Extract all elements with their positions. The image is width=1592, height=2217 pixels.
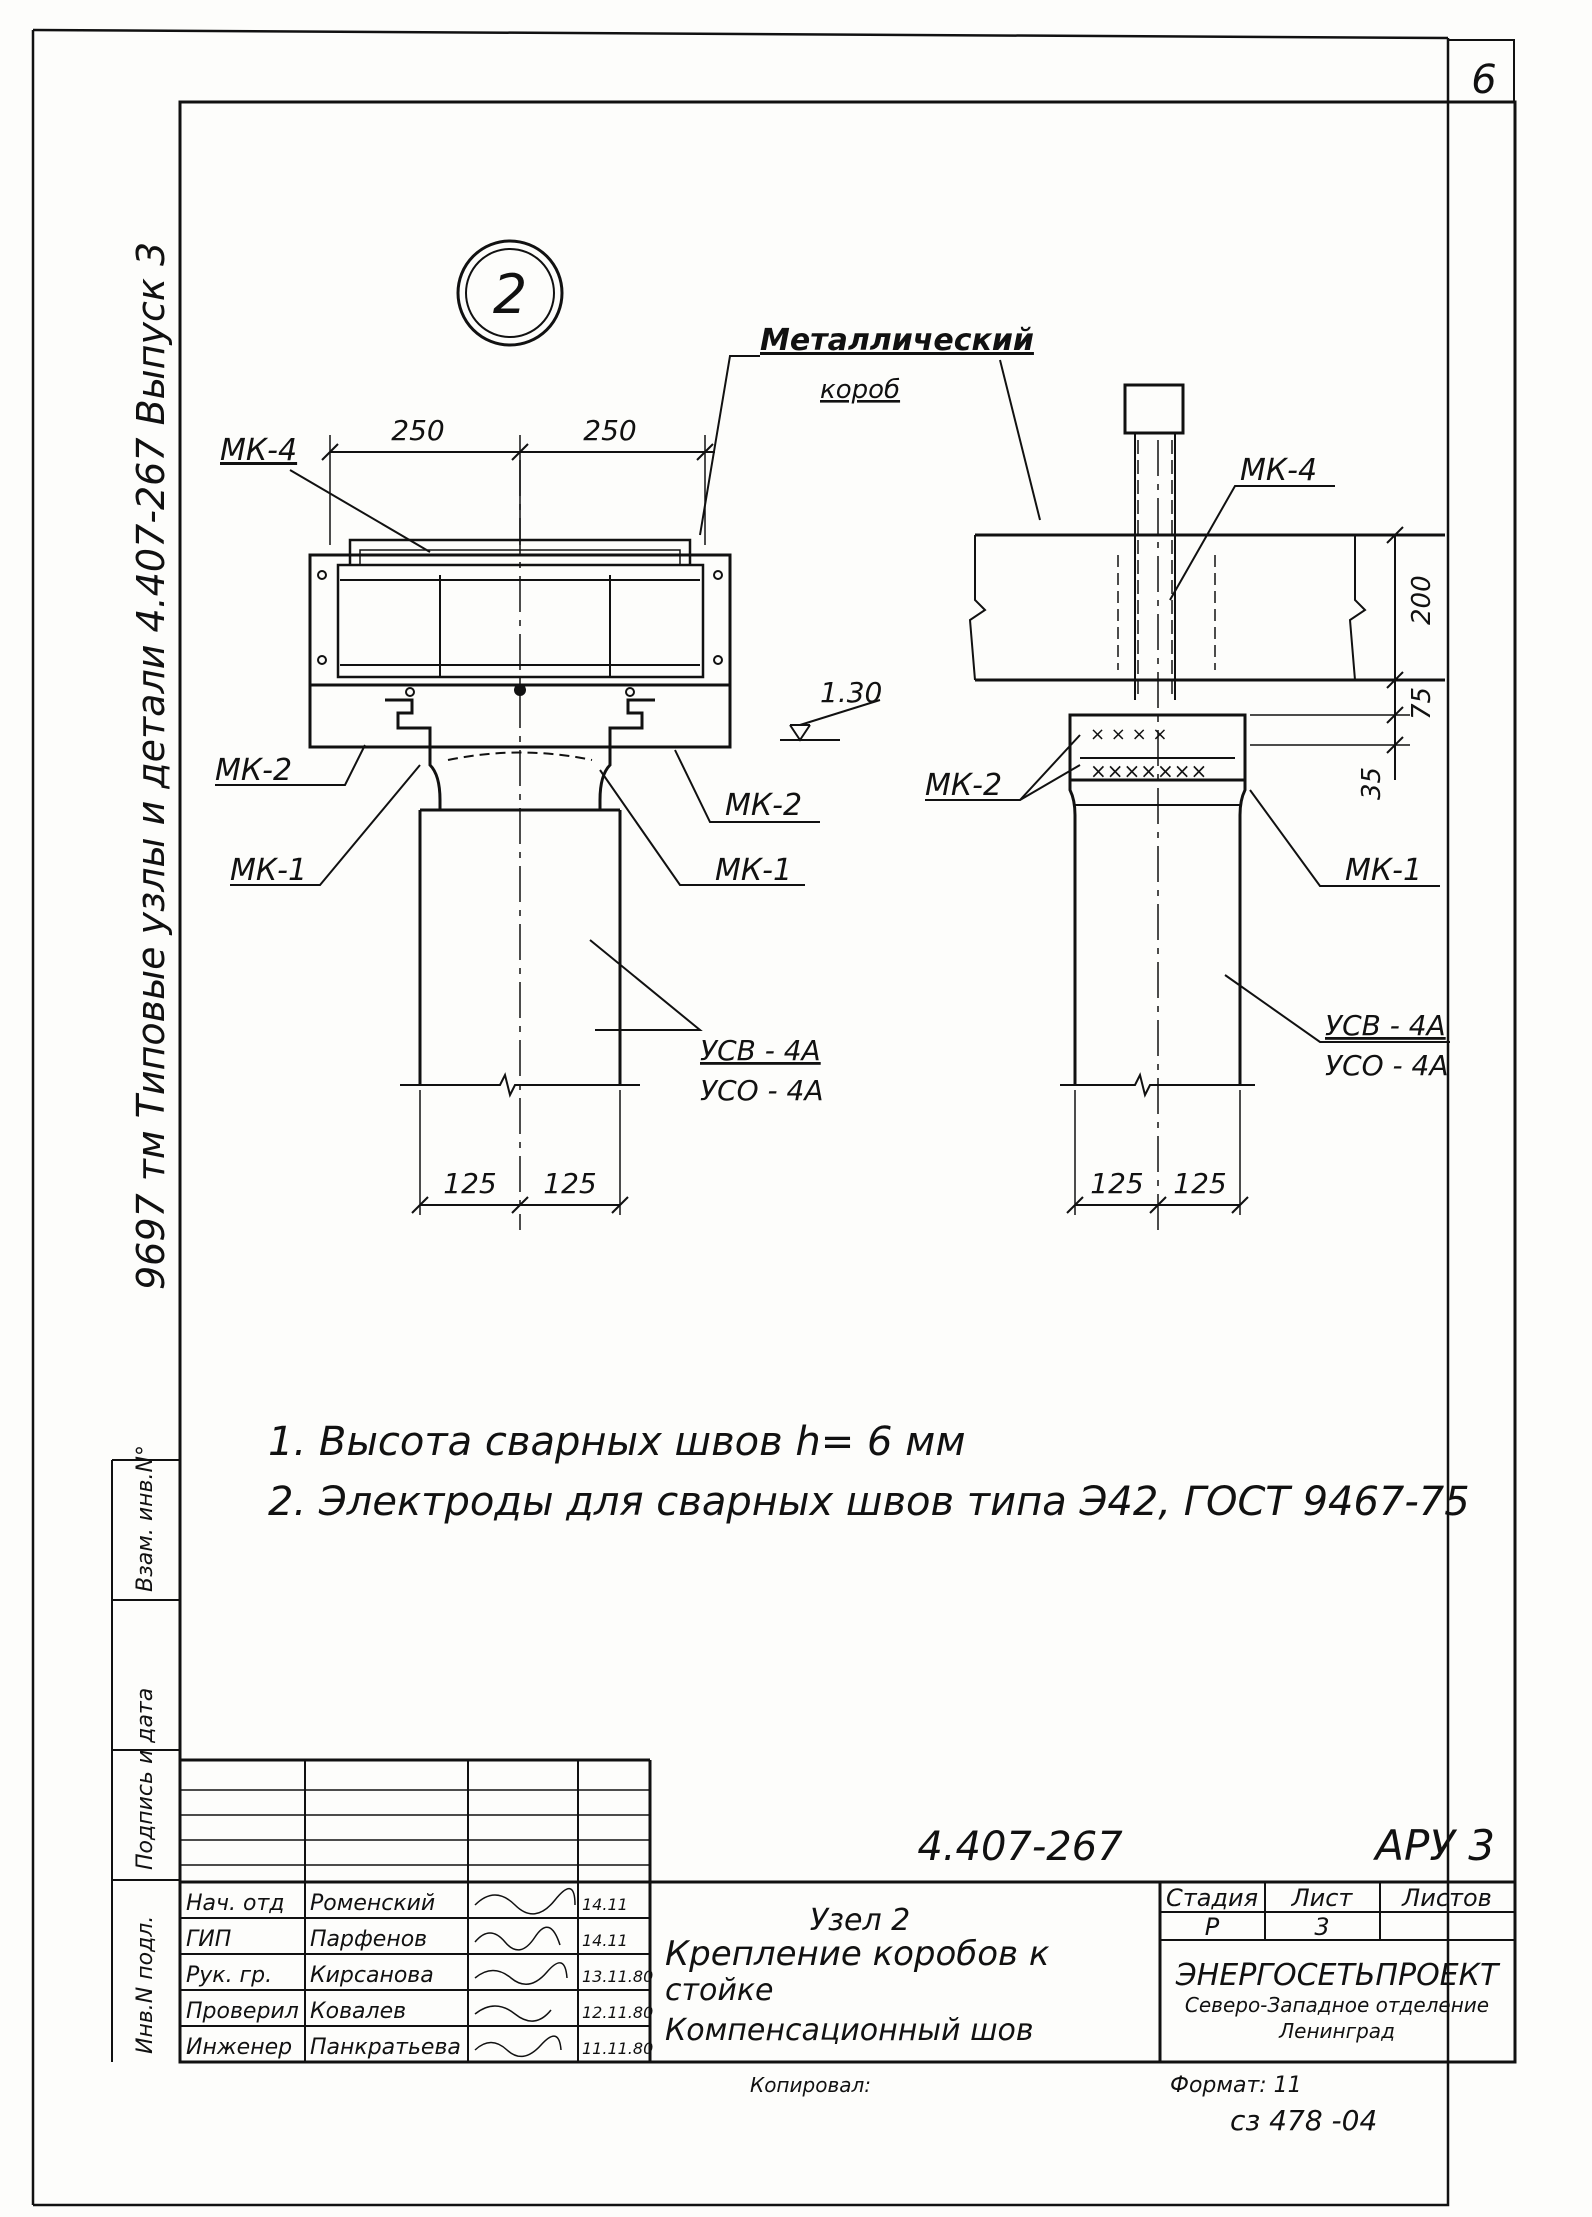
archive-number: сз 478 -04 xyxy=(1230,2104,1377,2137)
front-label-mk1-right: МК-1 xyxy=(715,853,792,888)
title_block-staff-0-name: Роменский xyxy=(310,1891,435,1916)
designation: 4.407-267 xyxy=(917,1824,1123,1870)
field-replace-inv: Взам. инв.N° xyxy=(133,1445,158,1592)
notes: 1. Высота сварных швов h= 6 мм 2. Электр… xyxy=(268,1419,1470,1525)
title_block-staff-3-date: 12.11.80 xyxy=(582,2003,653,2022)
title-node: Узел 2 xyxy=(810,1903,911,1938)
sheet-header: Лист xyxy=(1291,1884,1354,1912)
title_block-staff-3-role: Проверил xyxy=(186,1999,299,2024)
dim-front-top-right: 250 xyxy=(583,414,636,447)
title-block: 4.407-267 АРУ 3 Нач. отд Роменский 14.11… xyxy=(180,1758,1515,2137)
title_block-staff-2-role: Рук. гр. xyxy=(186,1963,272,1988)
note-2: 2. Электроды для сварных швов типа Э42, … xyxy=(268,1479,1470,1525)
dim-side-75: 75 xyxy=(1407,687,1437,720)
metallic-box-callout: Металлический короб xyxy=(699,323,1041,536)
front-label-mk4: МК-4 xyxy=(220,433,297,468)
level-mark: 1.30 xyxy=(820,676,882,709)
front-view: 250 250 125 125 МК- xyxy=(215,414,882,1230)
title_block-staff-0-role: Нач. отд xyxy=(186,1891,285,1916)
title_block-staff-4-date: 11.11.80 xyxy=(582,2039,653,2058)
title_block-staff-1-date: 14.11 xyxy=(582,1931,628,1950)
sheets-header: Листов xyxy=(1401,1884,1492,1912)
note-1: 1. Высота сварных швов h= 6 мм xyxy=(268,1419,966,1465)
sheet-number-box: 6 xyxy=(1447,39,1515,103)
dim-front-bottom-left: 125 xyxy=(443,1167,496,1200)
title_block-staff-4-role: Инженер xyxy=(186,2035,292,2060)
title-line-2: стойке xyxy=(665,1973,773,2008)
title_block-staff-0-date: 14.11 xyxy=(582,1895,628,1914)
title-line-1: Крепление коробов к xyxy=(665,1934,1050,1974)
org-city: Ленинград xyxy=(1278,2019,1395,2043)
weld-marks: ××××××× xyxy=(1090,759,1207,783)
box-label-2: короб xyxy=(820,375,900,405)
code: АРУ 3 xyxy=(1372,1821,1495,1870)
front-label-mk2-right: МК-2 xyxy=(725,788,802,823)
front-label-mk1-left: МК-1 xyxy=(230,853,307,888)
sheet-value: 3 xyxy=(1314,1913,1329,1941)
dim-side-bottom-right: 125 xyxy=(1173,1167,1226,1200)
title_block-staff-1-role: ГИП xyxy=(186,1927,231,1952)
title_block-staff-3-name: Ковалев xyxy=(310,1999,406,2024)
front-post-label-2: УСО - 4А xyxy=(700,1074,824,1107)
org-branch: Северо-Западное отделение xyxy=(1185,1993,1489,2017)
front-post-label-1: УСВ - 4А xyxy=(700,1034,821,1067)
title_block-staff-2-date: 13.11.80 xyxy=(582,1967,653,1986)
side-label-mk4: МК-4 xyxy=(1240,453,1317,488)
dim-side-200: 200 xyxy=(1407,575,1437,625)
title-line-3: Компенсационный шов xyxy=(665,2013,1034,2048)
dim-side-35: 35 xyxy=(1357,767,1387,800)
side-post-label-2: УСО - 4А xyxy=(1325,1049,1449,1082)
dim-front-top-left: 250 xyxy=(391,414,444,447)
series-title: 9697 тм Типовые узлы и детали 4.407-267 … xyxy=(129,242,173,1290)
side-strip: 9697 тм Типовые узлы и детали 4.407-267 … xyxy=(111,242,180,2062)
side-label-mk1: МК-1 xyxy=(1345,853,1422,888)
side-post-label-1: УСВ - 4А xyxy=(1325,1009,1446,1042)
side-label-mk2: МК-2 xyxy=(925,768,1002,803)
dim-front-bottom-right: 125 xyxy=(543,1167,596,1200)
stage-value: Р xyxy=(1205,1913,1220,1941)
side-view: ××××××× × × × × 125 125 200 75 35 МК-4 М… xyxy=(925,383,1450,1230)
svg-text:× × × ×: × × × × xyxy=(1090,724,1168,745)
dim-side-bottom-left: 125 xyxy=(1090,1167,1143,1200)
box-label-1: Металлический xyxy=(760,323,1034,358)
node-number-marker: 2 xyxy=(456,239,564,347)
title_block-staff-1-name: Парфенов xyxy=(310,1927,427,1952)
node-number: 2 xyxy=(493,263,527,326)
sheet-number: 6 xyxy=(1471,57,1496,103)
title_block-staff-4-name: Панкратьева xyxy=(310,2035,461,2060)
title_block-staff-2-name: Кирсанова xyxy=(310,1963,434,1988)
field-inv-orig: Инв.N подл. xyxy=(133,1916,158,2054)
front-label-mk2-left: МК-2 xyxy=(215,753,292,788)
stage-header: Стадия xyxy=(1166,1884,1258,1912)
format: Формат: 11 xyxy=(1170,2073,1302,2098)
field-sign-date: Подпись и дата xyxy=(133,1688,158,1870)
copied-by: Копировал: xyxy=(750,2073,871,2097)
org-name: ЭНЕРГОСЕТЬПРОЕКТ xyxy=(1175,1958,1501,1993)
